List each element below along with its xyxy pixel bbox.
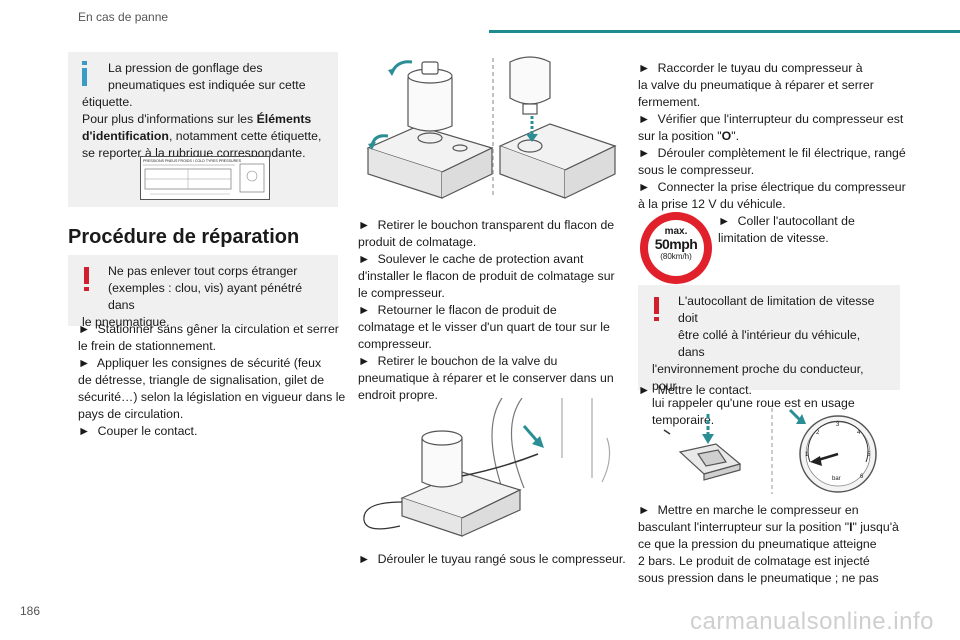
step-item: ► Connecter la prise électrique du compr… bbox=[638, 180, 906, 211]
switch-gauge-illustration: 1 2 3 4 5 6 bar bbox=[663, 408, 877, 494]
step-item: ► Appliquer les consignes de sécurité (f… bbox=[78, 356, 346, 421]
bullet-arrow: ► bbox=[78, 322, 91, 336]
warning-note-text: le pneumatique. bbox=[82, 315, 170, 329]
gauge-tick: 5 bbox=[867, 452, 871, 458]
info-note-text: étiquette. bbox=[82, 95, 133, 109]
bullet-arrow: ► bbox=[78, 424, 91, 438]
compressor-hose-illustration bbox=[363, 398, 611, 537]
running-header: En cas de panne bbox=[78, 10, 169, 24]
warning-note-text: lui rappeler qu'une roue est en usage bbox=[652, 396, 855, 410]
warning-icon bbox=[84, 267, 90, 295]
step-item: ► Retirer le bouchon transparent du flac… bbox=[358, 218, 615, 249]
bullet-arrow: ► bbox=[358, 218, 371, 232]
steps-col2: ► Retirer le bouchon transparent du flac… bbox=[358, 217, 628, 404]
warning-note-text: L'autocollant de limitation de vitesse d… bbox=[678, 294, 875, 325]
bullet-arrow: ► bbox=[638, 383, 651, 397]
step-item: ► Dérouler le tuyau rangé sous le compre… bbox=[358, 552, 626, 566]
header-accent-bar bbox=[489, 30, 960, 33]
info-note-link: Éléments bbox=[256, 112, 312, 126]
bullet-arrow: ► bbox=[638, 146, 651, 160]
bullet-arrow: ► bbox=[78, 356, 91, 370]
info-icon bbox=[82, 61, 87, 89]
tyre-pressure-label-image: PRESSIONS PNEUS FROIDS / COLD TYRES PRES… bbox=[140, 156, 270, 200]
info-note-text: Pour plus d'informations sur les bbox=[82, 112, 257, 126]
warning-note-text: (exemples : clou, vis) ayant pénétré dan… bbox=[108, 281, 303, 312]
bullet-arrow: ► bbox=[638, 503, 651, 517]
bullet-arrow: ► bbox=[638, 180, 651, 194]
speed-sign-main: 50mph bbox=[654, 236, 698, 252]
warning-note-text: être collé à l'intérieur du véhicule, da… bbox=[678, 328, 861, 359]
step-item: ► Mettre en marche le compresseur en bas… bbox=[638, 503, 899, 585]
bullet-arrow: ► bbox=[358, 303, 371, 317]
info-note-text: , notamment cette étiquette, bbox=[168, 129, 322, 143]
info-note-text: pneumatiques est indiquée sur cette bbox=[108, 78, 306, 92]
bullet-arrow: ► bbox=[638, 112, 651, 126]
step-item: ► Mettre le contact. bbox=[638, 383, 752, 397]
warning-note-text: l'environnement proche du conducteur, po… bbox=[652, 362, 864, 393]
section-title: Procédure de réparation bbox=[68, 226, 300, 248]
step-item: ► Couper le contact. bbox=[78, 424, 198, 438]
gauge-tick: 4 bbox=[857, 430, 861, 436]
speed-sign-sub: (80km/h) bbox=[660, 252, 692, 261]
info-note-text: La pression de gonflage des bbox=[108, 61, 263, 75]
gauge-tick: 2 bbox=[816, 430, 820, 436]
label-header-text: PRESSIONS PNEUS FROIDS / COLD TYRES PRES… bbox=[143, 159, 242, 163]
speed-limit-sticker-image: max. 50mph (80km/h) bbox=[640, 212, 712, 284]
warning-note-text: temporaire. bbox=[652, 413, 715, 427]
steps-col1: ► Stationner sans gêner la circulation e… bbox=[78, 321, 346, 440]
gauge-tick: 6 bbox=[860, 474, 864, 480]
speed-sign-top: max. bbox=[664, 226, 688, 237]
info-note: La pression de gonflage des pneumatiques… bbox=[68, 52, 338, 207]
step-item: ► Vérifier que l'interrupteur du compres… bbox=[638, 112, 904, 143]
warning-icon bbox=[654, 297, 660, 325]
gauge-tick: 3 bbox=[836, 422, 840, 428]
bullet-arrow: ► bbox=[718, 214, 731, 228]
step-item: ► Dérouler complètement le fil électriqu… bbox=[638, 146, 906, 177]
warning-note-text: Ne pas enlever tout corps étranger bbox=[108, 264, 298, 278]
watermark-text: carmanualsonline.info bbox=[690, 608, 934, 635]
sealant-bottle-illustration bbox=[366, 56, 617, 199]
warning-note: Ne pas enlever tout corps étranger (exem… bbox=[68, 255, 338, 329]
info-note-link: d'identification bbox=[82, 129, 169, 143]
bullet-arrow: ► bbox=[358, 552, 371, 566]
bullet-arrow: ► bbox=[638, 61, 651, 75]
gauge-tick: 1 bbox=[805, 452, 809, 458]
gauge-unit: bar bbox=[832, 476, 841, 482]
bullet-arrow: ► bbox=[358, 354, 371, 368]
bullet-arrow: ► bbox=[358, 252, 371, 266]
warning-note: L'autocollant de limitation de vitesse d… bbox=[638, 285, 900, 427]
step-item: ► Stationner sans gêner la circulation e… bbox=[78, 322, 339, 353]
page-number: 186 bbox=[20, 604, 41, 618]
